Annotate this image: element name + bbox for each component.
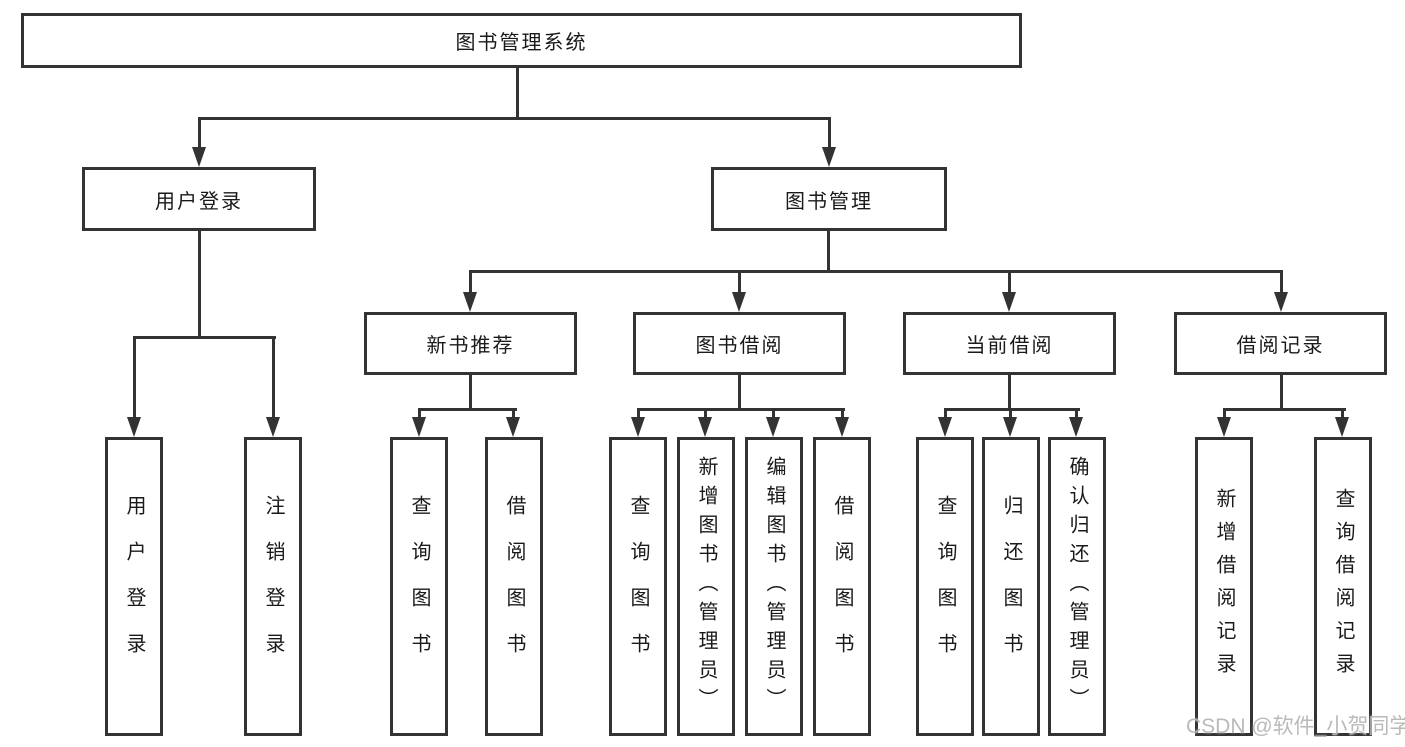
leaf-borrow-books-2: 借阅图书 [813,437,871,736]
connector-to-book-borrow [738,270,741,294]
connector-root-stem [516,68,519,120]
leaf-query-borrow-record: 查询借阅记录 [1314,437,1372,736]
node-book-management: 图书管理 [711,167,947,231]
node-root-label: 图书管理系统 [455,32,588,54]
leaf-return-books: 归还图书 [982,437,1040,736]
leaf-add-borrow-record: 新增借阅记录 [1195,437,1253,736]
arrow-leaf-borrow-2 [835,417,849,437]
arrow-leaf-query-2 [631,417,645,437]
arrow-leaf-query-1 [412,417,426,437]
node-book-borrow-label: 图书借阅 [695,335,784,357]
leaf-query-books-1: 查询图书 [390,437,448,736]
connector-to-borrow-records [1280,270,1283,294]
node-root-library-system: 图书管理系统 [21,13,1022,68]
connector-user-login-stem [198,231,201,339]
arrow-leaf-user-login [127,417,141,437]
connector-borrow-records-hbar [1223,408,1346,411]
connector-to-current-borrow [1008,270,1011,294]
leaf-query-books-3: 查询图书 [916,437,974,736]
connector-to-leaf-confirm-return [1075,408,1078,420]
connector-book-borrow-stem [738,375,741,411]
connector-book-management-stem [827,231,830,273]
arrow-current-borrow [1002,292,1016,312]
arrow-leaf-edit-books [766,417,780,437]
connector-to-leaf-query-record [1341,408,1344,420]
node-borrow-records-label: 借阅记录 [1236,335,1325,357]
connector-to-leaf-query-1 [418,408,421,420]
connector-to-leaf-query-2 [637,408,640,420]
leaf-query-books-3-label: 查询图书 [934,494,956,679]
connector-to-leaf-borrow-1 [512,408,515,420]
node-user-login-label: 用户登录 [155,190,243,213]
arrow-leaf-add-record [1217,417,1231,437]
leaf-logout-label: 注销登录 [262,494,284,679]
leaf-query-books-2: 查询图书 [609,437,667,736]
node-borrow-records: 借阅记录 [1174,312,1387,375]
leaf-return-books-label: 归还图书 [1000,494,1022,679]
arrow-leaf-query-record [1335,417,1349,437]
arrow-leaf-add-books [698,417,712,437]
connector-root-hbar [198,117,831,120]
connector-to-leaf-edit-books [772,408,775,420]
arrow-book-management [822,147,836,167]
connector-new-book-stem [469,375,472,411]
connector-to-leaf-user-login [133,336,136,418]
leaf-borrow-books-1: 借阅图书 [485,437,543,736]
node-book-borrow: 图书借阅 [633,312,846,375]
connector-borrow-records-stem [1280,375,1283,411]
connector-to-leaf-logout [272,336,275,418]
leaf-add-borrow-record-label: 新增借阅记录 [1213,487,1235,686]
connector-to-user-login [198,117,201,150]
leaf-user-login-label: 用户登录 [123,494,145,679]
connector-current-borrow-hbar [944,408,1080,411]
node-new-book-recommend: 新书推荐 [364,312,577,375]
leaf-confirm-return-admin-label: 确认归还（管理员） [1066,456,1088,717]
node-current-borrow-label: 当前借阅 [965,335,1054,357]
leaf-edit-books-admin: 编辑图书（管理员） [745,437,803,736]
csdn-watermark: CSDN @软件_小贺同学 [1186,715,1405,738]
connector-to-leaf-query-3 [944,408,947,420]
connector-to-book-management [828,117,831,150]
leaf-logout: 注销登录 [244,437,302,736]
arrow-leaf-return [1003,417,1017,437]
leaf-borrow-books-1-label: 借阅图书 [503,494,525,679]
connector-new-book-hbar [418,408,517,411]
node-new-book-recommend-label: 新书推荐 [426,335,515,357]
arrow-book-borrow [732,292,746,312]
leaf-edit-books-admin-label: 编辑图书（管理员） [763,456,785,717]
leaf-add-books-admin: 新增图书（管理员） [677,437,735,736]
arrow-new-book-recommend [463,292,477,312]
arrow-leaf-confirm-return [1069,417,1083,437]
node-current-borrow: 当前借阅 [903,312,1116,375]
arrow-user-login [192,147,206,167]
leaf-confirm-return-admin: 确认归还（管理员） [1048,437,1106,736]
node-user-login: 用户登录 [82,167,316,231]
leaf-query-books-1-label: 查询图书 [408,494,430,679]
connector-book-management-hbar [469,270,1283,273]
arrow-borrow-records [1274,292,1288,312]
connector-to-leaf-borrow-2 [841,408,844,420]
leaf-query-borrow-record-label: 查询借阅记录 [1332,487,1354,686]
connector-to-leaf-return [1009,408,1012,420]
arrow-leaf-borrow-1 [506,417,520,437]
connector-to-leaf-add-record [1223,408,1226,420]
connector-to-new-book-recommend [469,270,472,294]
connector-current-borrow-stem [1008,375,1011,411]
arrow-leaf-logout [266,417,280,437]
connector-to-leaf-add-books [704,408,707,420]
leaf-add-books-admin-label: 新增图书（管理员） [695,456,717,717]
arrow-leaf-query-3 [938,417,952,437]
connector-user-login-hbar [133,336,276,339]
leaf-query-books-2-label: 查询图书 [627,494,649,679]
leaf-borrow-books-2-label: 借阅图书 [831,494,853,679]
connector-book-borrow-hbar [637,408,845,411]
node-book-management-label: 图书管理 [785,190,873,213]
leaf-user-login: 用户登录 [105,437,163,736]
